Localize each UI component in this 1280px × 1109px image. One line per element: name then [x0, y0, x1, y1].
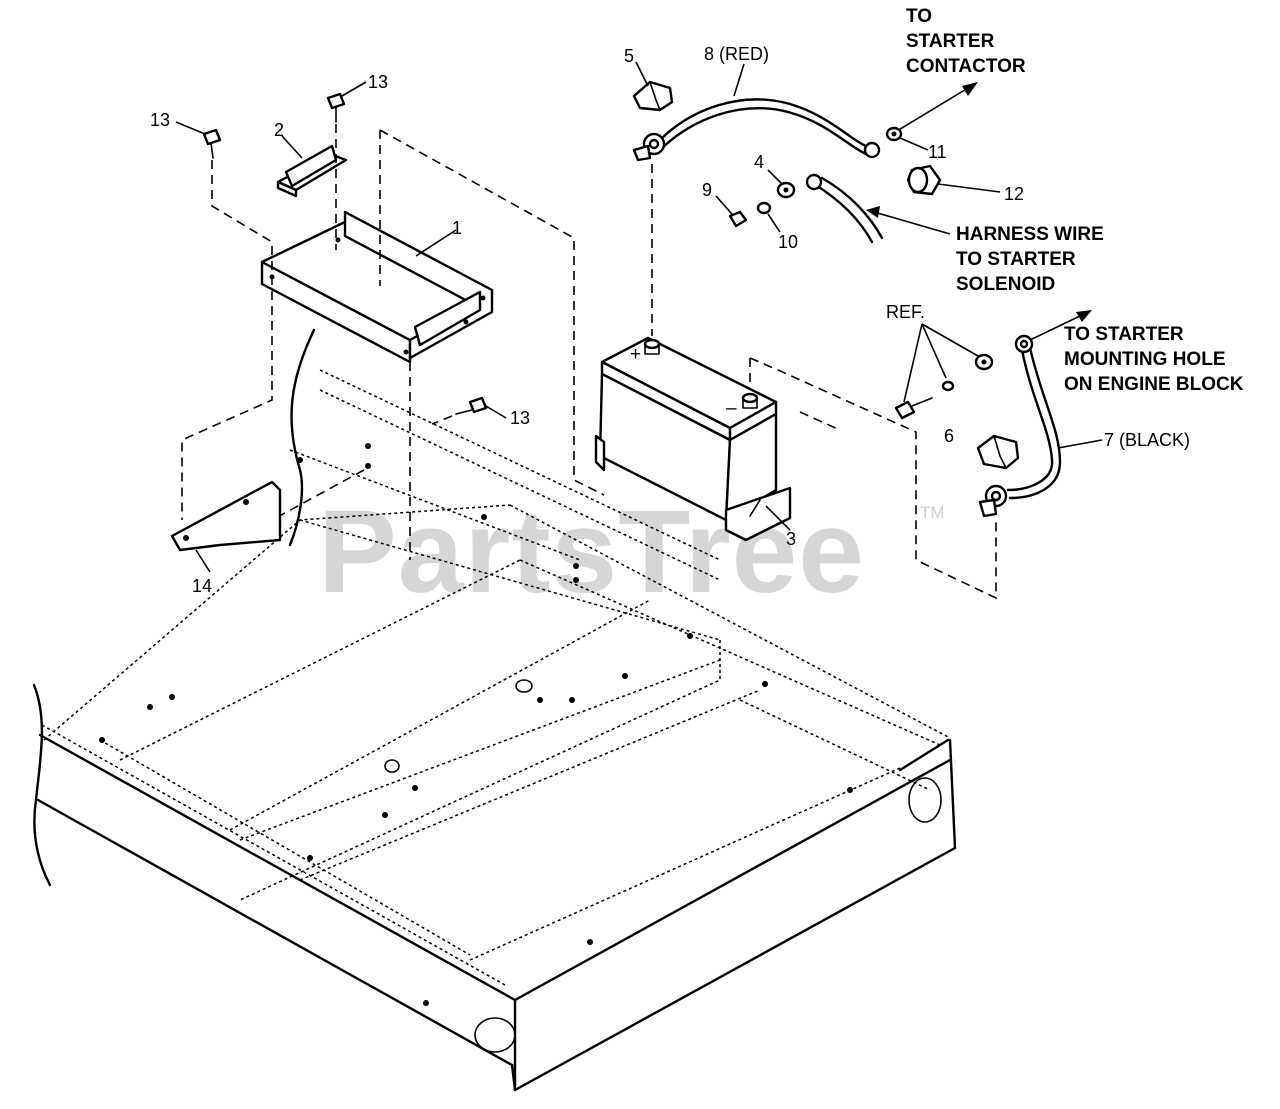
callout-14: 14 [192, 576, 212, 596]
right-rail-top [513, 758, 952, 1002]
callout-7: 7 (BLACK) [1104, 430, 1190, 450]
support-bracket [170, 480, 282, 552]
callout-3: 3 [786, 529, 796, 549]
right-rail-bottom [513, 846, 957, 1092]
callout-9: 9 [702, 180, 712, 200]
note-starter-contactor: TO STARTER CONTACTOR [906, 6, 1026, 77]
battery: + – [594, 336, 792, 542]
ref-hardware [894, 353, 994, 420]
frame-hole-front [474, 1017, 516, 1053]
terminal-boot-5 [632, 80, 674, 112]
red-cable [632, 98, 881, 162]
lock-washer-10 [756, 201, 772, 215]
washer-4 [776, 181, 796, 199]
nut-11 [885, 126, 903, 142]
frame-assembly [32, 328, 957, 1092]
hold-down-clamp [276, 144, 348, 198]
bolt-13-mid [455, 396, 488, 415]
callout-10: 10 [778, 232, 798, 252]
callout-8: 8 (RED) [704, 44, 769, 64]
front-rail-bottom [36, 798, 514, 1067]
frame-hole-right [908, 777, 942, 823]
note-mounting-hole: TO STARTER MOUNTING HOLE ON ENGINE BLOCK [1064, 324, 1244, 395]
frame-break-line-left [32, 683, 52, 887]
callout-6: 6 [944, 426, 954, 446]
harness-wire [805, 173, 884, 244]
callout-5: 5 [624, 46, 634, 66]
battery-tray [260, 210, 494, 364]
battery-negative-mark: – [726, 398, 737, 419]
terminal-boot-12 [906, 164, 942, 196]
battery-positive-mark: + [630, 344, 641, 365]
front-rail-top [38, 733, 517, 1002]
terminal-boot-6 [976, 434, 1020, 470]
callout-13-top: 13 [368, 72, 388, 92]
callout-4: 4 [754, 152, 764, 172]
callout-11: 11 [928, 142, 947, 162]
watermark-tm: TM [920, 503, 945, 522]
battery-terminal-positive [643, 338, 661, 350]
callout-1: 1 [452, 218, 462, 238]
callout-12: 12 [1004, 184, 1024, 204]
callout-2: 2 [274, 120, 284, 140]
callout-ref: REF. [886, 302, 925, 322]
note-harness-wire: HARNESS WIRE TO STARTER SOLENOID [956, 224, 1109, 295]
right-rail-end [948, 738, 957, 850]
frame-break-line-mid [288, 328, 316, 547]
bolt-13-top [326, 92, 346, 123]
battery-terminal-negative [741, 392, 759, 404]
callout-13-mid: 13 [510, 408, 530, 428]
black-cable [978, 334, 1062, 518]
nut-9 [728, 210, 748, 228]
callout-13-left: 13 [150, 110, 170, 130]
bolt-13-left [202, 128, 222, 159]
